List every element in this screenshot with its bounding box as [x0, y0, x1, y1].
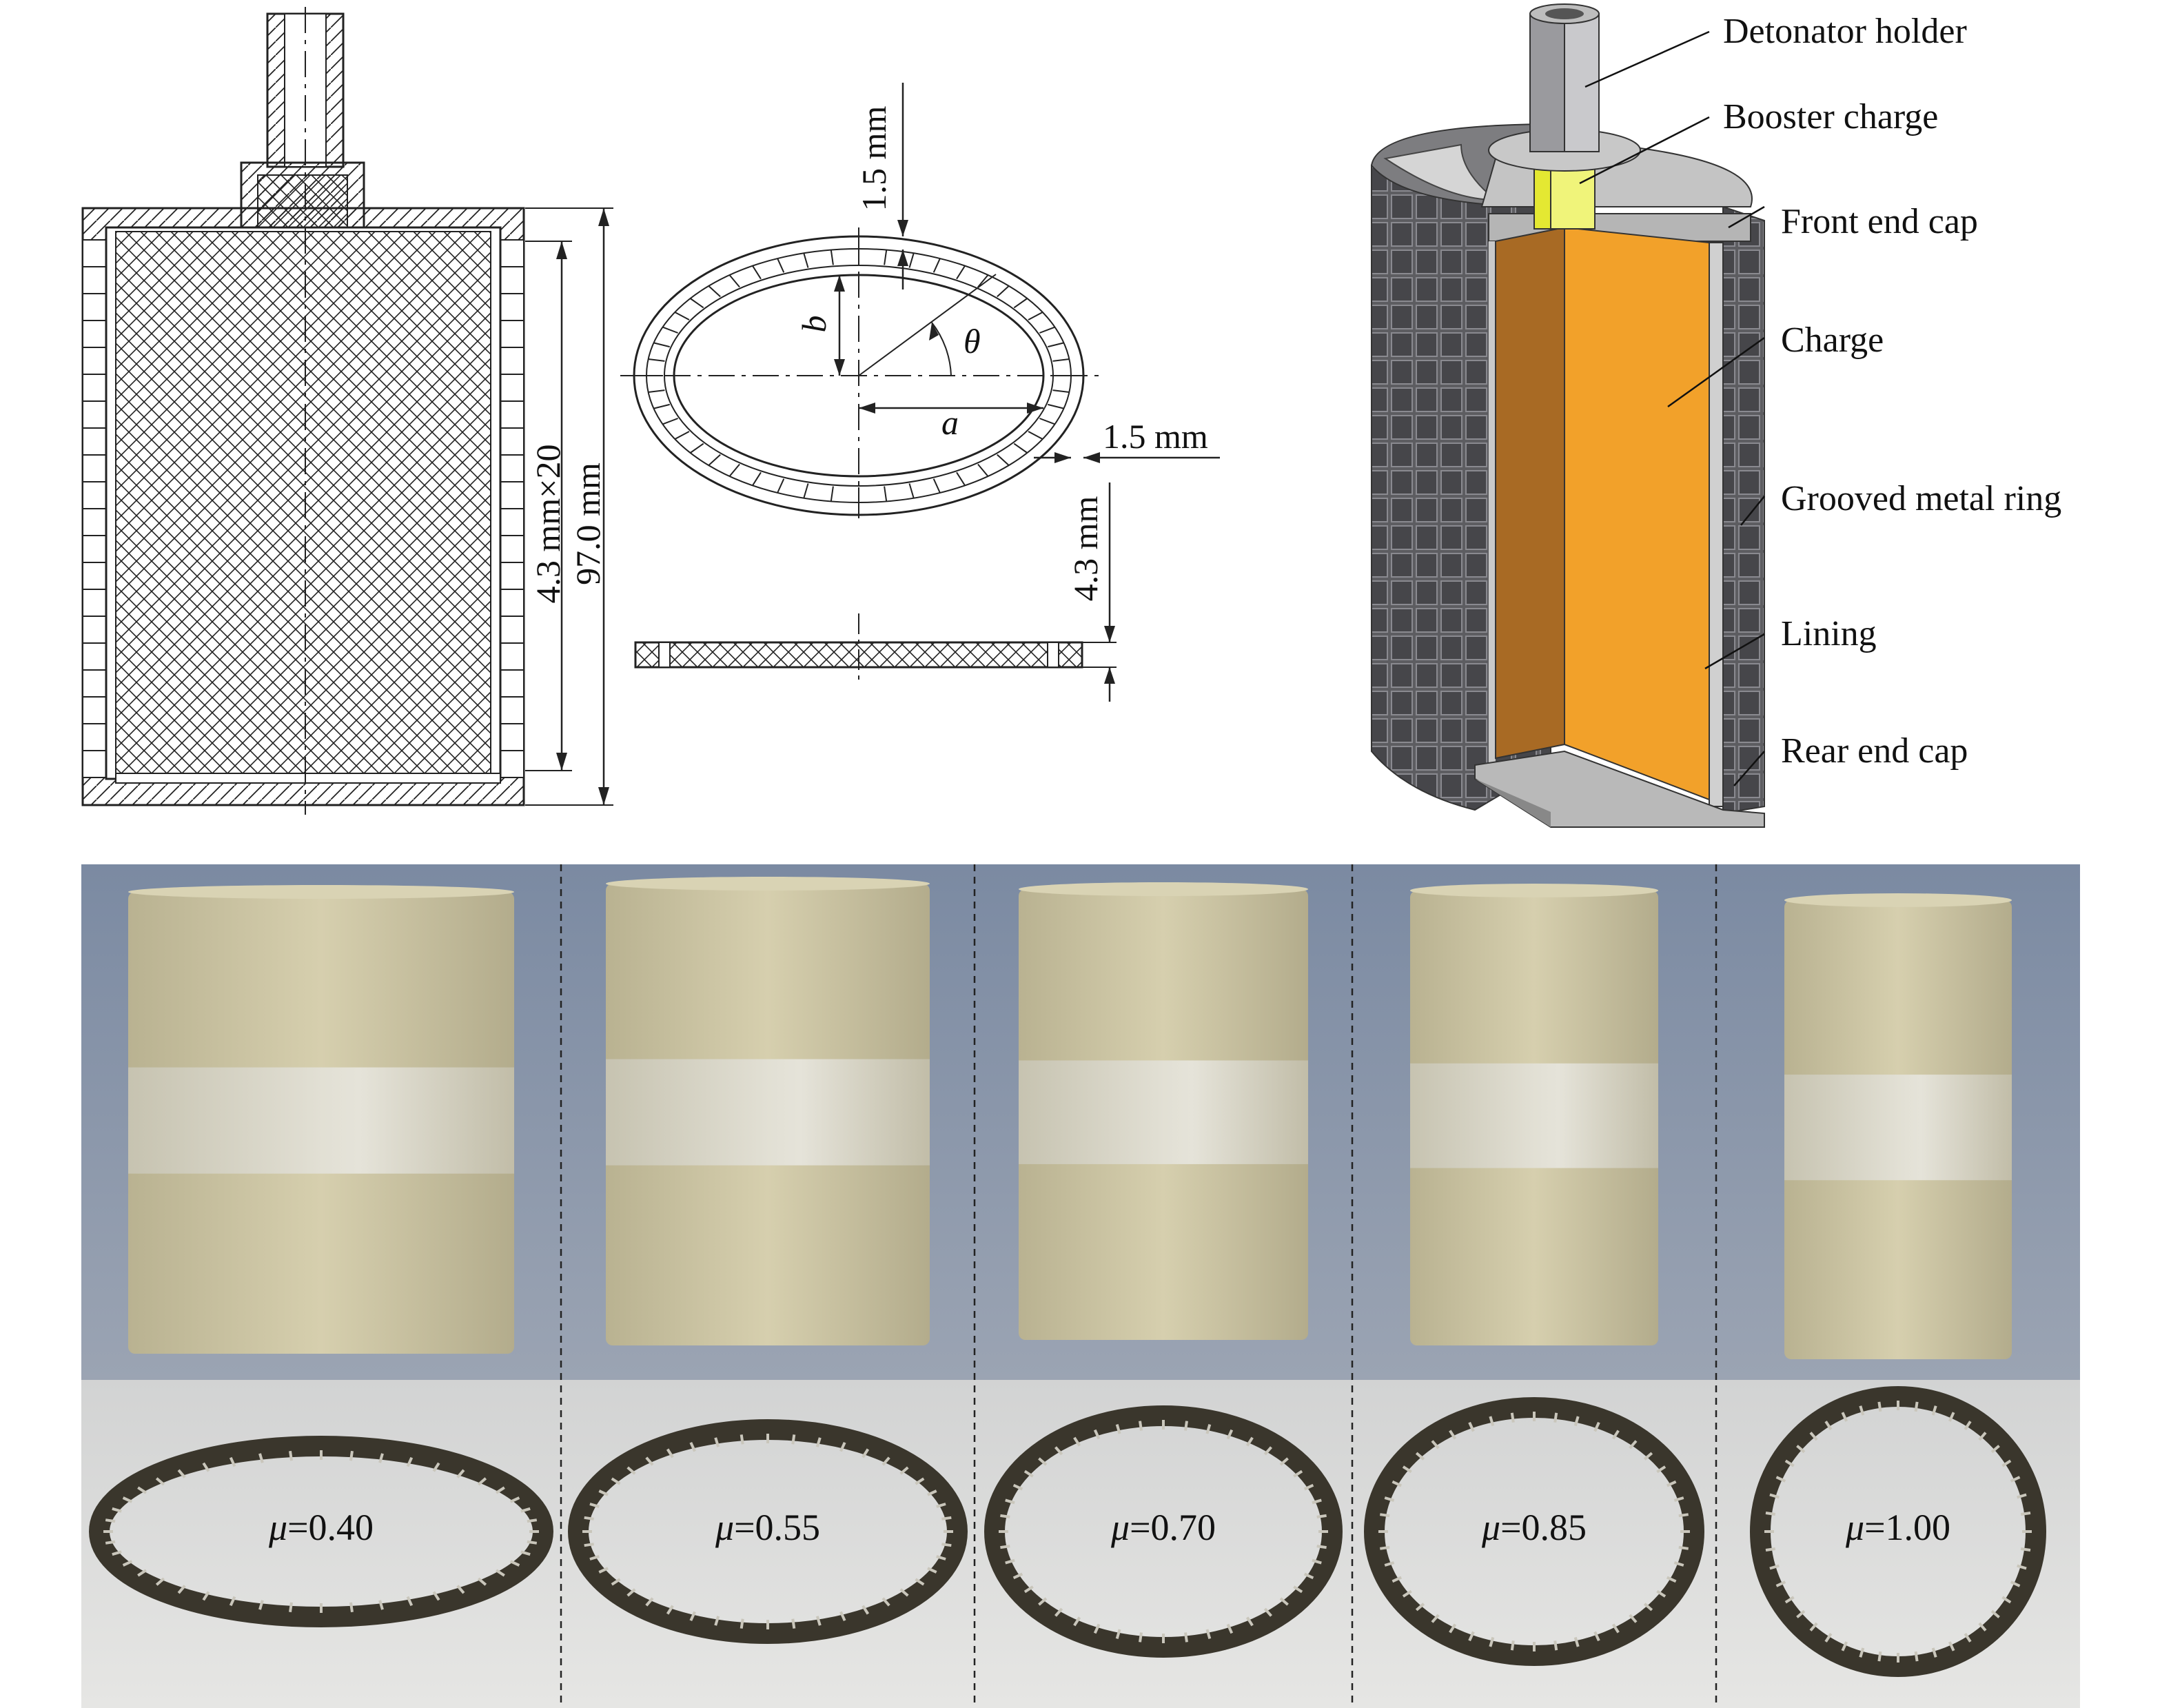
sample-cylinder: [606, 877, 930, 1345]
sample-cylinder: [1410, 884, 1658, 1345]
booster-charge-label: Booster charge: [1723, 97, 1938, 136]
charge-label: Charge: [1781, 321, 1884, 360]
mu-label: μ=0.85: [1481, 1507, 1587, 1548]
b-label: b: [795, 316, 833, 333]
sample-ring: [1750, 1386, 2046, 1677]
cross-section-drawing: 4.3 mm×20 97.0 mm: [81, 7, 613, 815]
sample-cylinder: [128, 885, 514, 1354]
lining-label: Lining: [1781, 614, 1877, 653]
total-height-dimension: 97.0 mm: [569, 462, 607, 585]
mu-label: μ=1.00: [1845, 1507, 1950, 1548]
ring-height-dimension: 4.3 mm: [1066, 496, 1105, 602]
sample-cylinder: [1019, 882, 1308, 1340]
photo-panel: [81, 864, 2080, 1708]
mu-label: μ=0.55: [715, 1507, 820, 1548]
side-thickness-dimension: 1.5 mm: [1103, 417, 1208, 456]
sample-ring: [984, 1405, 1343, 1658]
detonator-holder-label: Detonator holder: [1723, 12, 1967, 51]
ring-drawing: b θ a 1.5 mm 1.5 mm 4.3 mm: [620, 83, 1220, 702]
front-end-cap-label: Front end cap: [1781, 202, 1978, 241]
sample-ring: [89, 1436, 553, 1627]
rear-end-cap-label: Rear end cap: [1781, 731, 1968, 771]
mu-label: μ=0.70: [1110, 1507, 1216, 1548]
theta-label: θ: [964, 322, 981, 360]
sample-ring: [1364, 1397, 1704, 1666]
mu-label: μ=0.40: [268, 1507, 374, 1548]
top-thickness-dimension: 1.5 mm: [855, 106, 893, 212]
cutaway-3d: Detonator holder Booster charge Front en…: [1370, 3, 2061, 828]
sample-ring: [568, 1419, 968, 1644]
sample-cylinder: [1784, 893, 2012, 1359]
a-label: a: [941, 403, 959, 442]
grooved-metal-ring-label: Grooved metal ring: [1781, 479, 2061, 518]
ring-stack-dimension: 4.3 mm×20: [529, 445, 567, 604]
